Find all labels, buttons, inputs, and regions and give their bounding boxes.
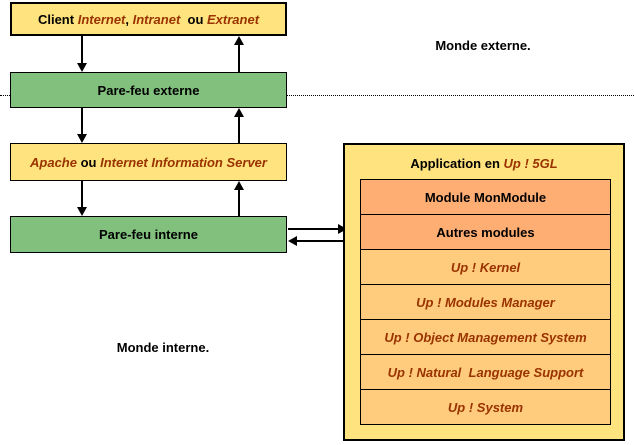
arrow-web-server-to-internal-firewall	[77, 181, 87, 216]
arrow-shaft	[81, 108, 83, 135]
app-module-row: Up ! System	[360, 389, 611, 425]
arrow-internal-firewall-to-web-server	[234, 181, 244, 216]
arrowhead-up-icon	[234, 108, 244, 117]
arrowhead-down-icon	[77, 134, 87, 143]
arrow-shaft	[238, 189, 240, 216]
text-segment: Intranet	[132, 11, 181, 27]
arrow-external-firewall-to-client	[234, 36, 244, 72]
app-module-row: Module MonModule	[360, 179, 611, 215]
arrow-shaft	[238, 116, 240, 143]
arrow-external-firewall-to-web-server	[77, 108, 87, 143]
arrow-application-to-internal-firewall	[288, 236, 347, 246]
web-server-label: Apache ou Internet Information Server	[30, 155, 267, 170]
arrowhead-down-icon	[77, 63, 87, 72]
internal-world-label: Monde interne.	[116, 340, 210, 355]
app-module-row: Up ! Kernel	[360, 249, 611, 285]
arrow-shaft	[81, 181, 83, 208]
external-world-label: Monde externe.	[435, 38, 531, 53]
arrow-shaft	[288, 228, 339, 230]
app-module-row: Up ! Modules Manager	[360, 284, 611, 320]
text-segment: ,	[125, 11, 133, 27]
arrow-shaft	[238, 44, 240, 72]
text-segment: Extranet	[207, 11, 260, 27]
text-segment: Internet Information Server	[100, 154, 267, 170]
text-segment: ou	[76, 154, 101, 170]
client-box-label: Client Internet, Intranet ou Extranet	[38, 12, 259, 27]
text-segment: Apache	[30, 154, 77, 170]
text-segment: Client	[37, 11, 78, 27]
client-box: Client Internet, Intranet ou Extranet	[10, 2, 287, 36]
text-segment: Internet	[77, 11, 126, 27]
arrow-shaft	[81, 36, 83, 64]
arrow-web-server-to-external-firewall	[234, 108, 244, 143]
external-firewall-label: Pare-feu externe	[97, 82, 200, 98]
arrow-client-to-external-firewall	[77, 36, 87, 72]
text-segment: ou	[180, 11, 207, 27]
application-box: Application en Up ! 5GL Module MonModule…	[343, 143, 625, 441]
web-server-box: Apache ou Internet Information Server	[10, 143, 287, 181]
arrowhead-left-icon	[288, 236, 297, 246]
arrowhead-down-icon	[77, 207, 87, 216]
text-segment: Application en	[410, 156, 504, 171]
text-segment: Up ! 5GL	[503, 156, 558, 171]
arrowhead-right-icon	[338, 224, 347, 234]
world-boundary-dotted-line	[0, 95, 634, 96]
internal-firewall-label: Pare-feu interne	[99, 227, 198, 242]
arrowhead-up-icon	[234, 181, 244, 190]
internal-firewall-box: Pare-feu interne	[10, 216, 287, 253]
application-title: Application en Up ! 5GL	[345, 156, 623, 171]
app-module-row: Autres modules	[360, 214, 611, 250]
arrow-shaft	[296, 240, 347, 242]
external-firewall-box: Pare-feu externe	[10, 72, 287, 108]
app-module-row: Up ! Object Management System	[360, 319, 611, 355]
arrow-internal-firewall-to-application	[288, 224, 347, 234]
arrowhead-up-icon	[234, 36, 244, 45]
app-module-row: Up ! Natural Language Support	[360, 354, 611, 390]
